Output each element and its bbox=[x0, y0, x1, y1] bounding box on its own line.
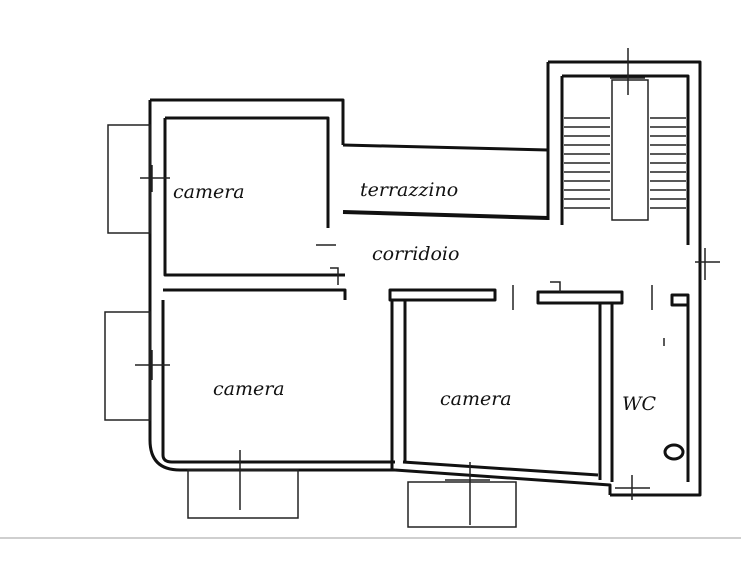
interior-walls bbox=[161, 244, 690, 482]
room-label-camera-left: camera bbox=[213, 378, 285, 400]
room-label-camera-top: camera bbox=[173, 181, 245, 203]
wc-fixture bbox=[663, 338, 685, 461]
room-label-terrazzino: terrazzino bbox=[360, 179, 458, 201]
room-label-corridoio: corridoio bbox=[372, 243, 459, 265]
balconies bbox=[104, 48, 720, 528]
staircase bbox=[564, 79, 686, 221]
room-label-camera-right: camera bbox=[440, 388, 512, 410]
outer-walls bbox=[148, 60, 702, 497]
bottom-rule bbox=[0, 537, 741, 539]
room-label-wc: WC bbox=[622, 393, 657, 415]
